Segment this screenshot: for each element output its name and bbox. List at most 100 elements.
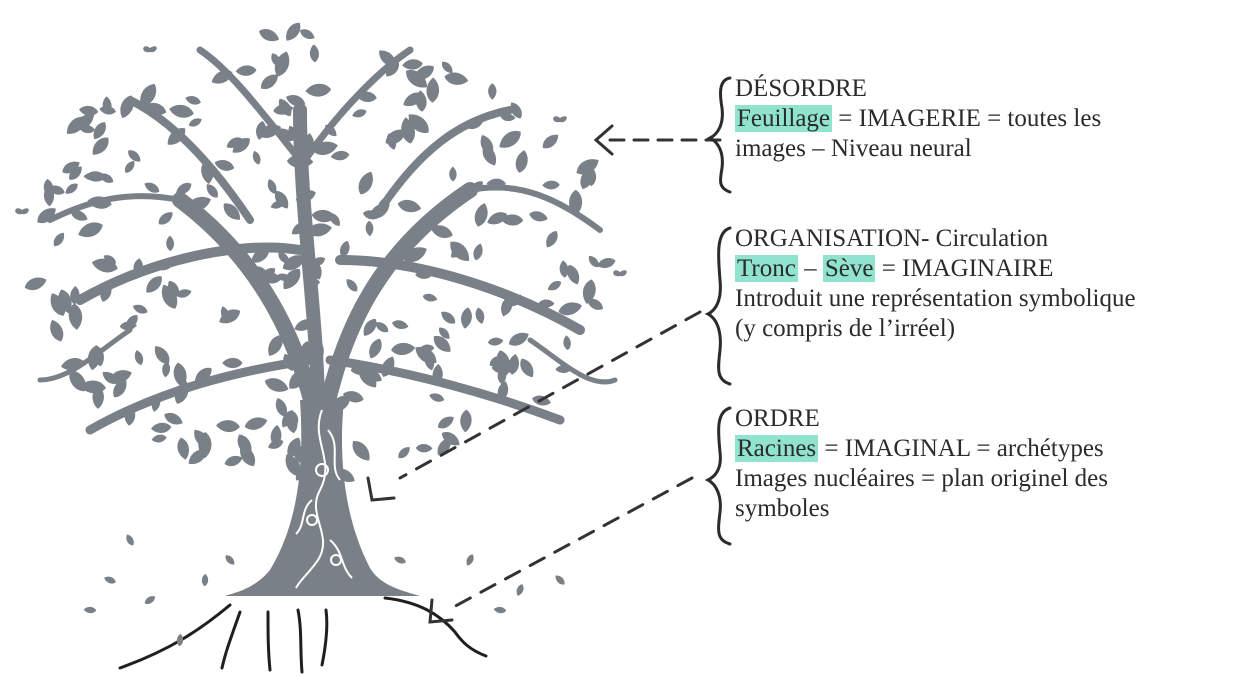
heading-ordre: ORDRE	[735, 405, 820, 432]
brace-desordre	[706, 76, 732, 194]
leaf	[216, 420, 240, 433]
leaf	[547, 281, 562, 291]
leaf	[286, 22, 301, 41]
leaf	[365, 220, 374, 237]
leaf	[120, 95, 134, 119]
leaf	[406, 69, 428, 88]
leaf	[198, 432, 212, 459]
fallen-leaf	[201, 573, 209, 587]
organisation-separator: –	[797, 255, 823, 282]
leaf	[264, 378, 289, 392]
organisation-line1-rest: = IMAGINAIRE	[875, 255, 1054, 282]
arrow-organisation	[398, 310, 702, 480]
leaf	[426, 77, 440, 103]
annotation-desordre: DÉSORDRE Feuillage = IMAGERIE = toutes l…	[735, 74, 1101, 164]
leaf	[78, 222, 103, 238]
arrowhead-desordre	[593, 124, 614, 156]
annotation-organisation: ORGANISATION- Circulation Tronc – Sève =…	[735, 224, 1136, 344]
desordre-line2: images – Niveau neural	[735, 135, 972, 162]
arrows	[366, 124, 722, 624]
leaf	[237, 434, 252, 456]
fallen-leaf	[126, 534, 134, 546]
leaf	[162, 361, 171, 378]
leaf	[403, 92, 424, 107]
leaf	[430, 225, 453, 238]
leaf	[587, 298, 603, 310]
leaf	[397, 199, 422, 213]
organisation-line2: Introduit une représentation symbolique	[735, 285, 1136, 312]
leaf	[91, 258, 118, 273]
leaf	[429, 393, 445, 402]
leaf	[508, 332, 529, 346]
brace-organisation	[704, 226, 732, 386]
leaf	[176, 289, 192, 298]
leaf	[62, 161, 80, 174]
leaf	[259, 28, 280, 42]
leaf	[267, 179, 277, 194]
leaf	[276, 273, 292, 282]
leaf	[441, 311, 456, 324]
keyword-feuillage: Feuillage	[735, 105, 833, 132]
leaf	[223, 203, 240, 220]
leaf	[273, 104, 294, 115]
leaf	[311, 209, 337, 223]
fallen-leaf	[176, 633, 184, 647]
leaf	[433, 335, 451, 352]
leaf	[402, 59, 423, 70]
leaf	[128, 150, 141, 162]
leaf	[50, 319, 64, 342]
leaf	[53, 232, 65, 247]
leaf	[582, 279, 596, 304]
leaf	[290, 411, 299, 428]
leaf	[500, 214, 524, 226]
fallen-leaf	[394, 556, 406, 564]
leaf	[499, 130, 521, 148]
leaf	[299, 29, 315, 39]
leaf	[134, 350, 144, 366]
arrowhead-ordre	[428, 598, 454, 624]
leaf	[330, 150, 350, 161]
leaf	[580, 167, 594, 190]
leaf	[401, 117, 415, 144]
leaf	[125, 315, 138, 329]
fallen-leaf	[225, 555, 235, 565]
leaf	[461, 307, 472, 329]
leaf	[558, 302, 582, 316]
ordre-line1-rest: = IMAGINAL = archétypes	[818, 435, 1104, 462]
leaf	[79, 125, 95, 134]
leaf	[271, 53, 281, 68]
leaf	[92, 137, 109, 155]
leaf	[437, 438, 451, 455]
leaf	[529, 211, 548, 222]
leaf	[520, 358, 534, 378]
leaf	[235, 65, 257, 76]
leaf	[268, 334, 283, 356]
leaf	[270, 200, 285, 209]
leaf	[261, 74, 278, 90]
ordre-line3: symboles	[735, 495, 830, 522]
organisation-line3: (y compris de l’irréel)	[735, 315, 956, 342]
leaf	[515, 150, 528, 173]
leaf	[358, 171, 373, 195]
leaf	[282, 410, 295, 428]
leaf	[168, 280, 180, 297]
fallen-leaf	[104, 576, 116, 584]
leaf	[92, 386, 104, 409]
fallen-leaf	[144, 596, 156, 604]
leaf	[450, 241, 469, 261]
leaf	[398, 447, 410, 459]
leaf	[99, 105, 116, 115]
leaf	[69, 166, 82, 180]
leaf	[285, 454, 301, 477]
leaf	[177, 437, 190, 460]
leaf	[282, 255, 306, 271]
leaf	[275, 397, 287, 417]
leaf	[415, 444, 433, 453]
leaf	[268, 439, 284, 449]
leaf	[244, 417, 268, 430]
leaf	[567, 264, 580, 285]
leaf	[415, 346, 437, 364]
leaf	[441, 61, 453, 73]
brace-ordre	[704, 406, 732, 546]
